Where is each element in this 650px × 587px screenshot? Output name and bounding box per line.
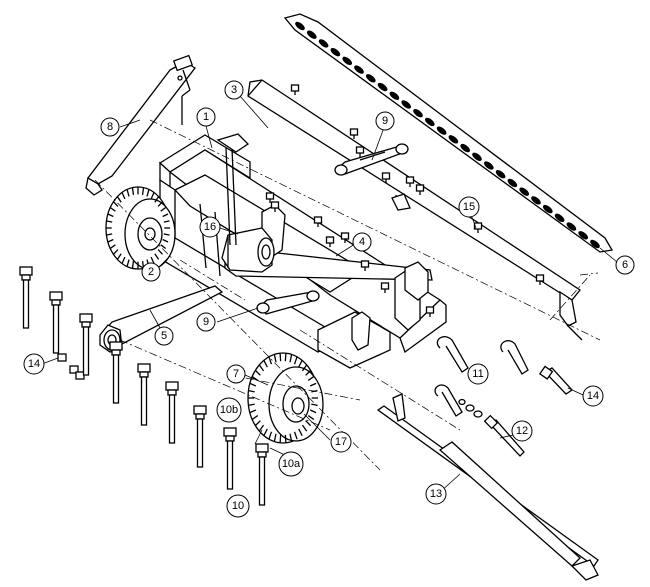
bolt — [425, 306, 435, 317]
lower-turnbuckle — [256, 290, 320, 315]
upper-turnbuckle — [334, 143, 409, 176]
tines-set — [19, 266, 269, 506]
assembly-centerlines — [94, 119, 601, 471]
callout-14-right: 14 — [582, 385, 604, 407]
callout-13: 13 — [425, 483, 447, 505]
callout-3: 3 — [224, 80, 244, 100]
callout-11: 11 — [467, 363, 489, 385]
tine-shank — [19, 266, 33, 329]
svg-text:16: 16 — [204, 221, 216, 233]
tine-shank — [165, 381, 179, 444]
tine-shank — [79, 313, 93, 376]
svg-text:5: 5 — [161, 330, 167, 342]
callout-9-upper: 9 — [375, 111, 395, 131]
svg-text:13: 13 — [430, 488, 442, 500]
svg-text:3: 3 — [231, 84, 237, 96]
upper-cross-beam — [247, 79, 583, 341]
svg-text:1: 1 — [203, 111, 209, 123]
callout-7: 7 — [226, 364, 246, 384]
bolt — [340, 232, 350, 243]
svg-text:14: 14 — [28, 358, 40, 370]
tine-shank — [49, 291, 63, 354]
svg-text:2: 2 — [148, 266, 154, 278]
bolt — [381, 172, 391, 183]
bolt-12 — [483, 414, 525, 457]
wheel-lower — [247, 352, 324, 444]
bolt — [290, 84, 300, 95]
callout-15: 15 — [458, 196, 480, 218]
bolt — [265, 192, 275, 203]
bolt-14-right — [538, 365, 573, 395]
callout-9-lower: 9 — [196, 312, 216, 332]
jack-stand — [85, 54, 196, 196]
bolt — [473, 222, 483, 233]
svg-text:10a: 10a — [282, 458, 301, 470]
svg-text:11: 11 — [472, 368, 483, 380]
tine-shank — [223, 427, 237, 490]
tine-shank — [255, 443, 269, 506]
callout-6: 6 — [615, 255, 635, 275]
bolt — [313, 216, 323, 227]
tine-shank — [109, 341, 123, 404]
pins-11 — [434, 336, 529, 417]
bolt — [380, 282, 390, 293]
callout-14-left: 14 — [23, 353, 45, 375]
svg-text:17: 17 — [335, 436, 347, 448]
callout-1: 1 — [196, 107, 216, 127]
svg-text:4: 4 — [359, 236, 365, 248]
bolt — [355, 146, 365, 157]
svg-text:10: 10 — [232, 500, 244, 512]
nuts-washers — [458, 398, 483, 418]
svg-text:9: 9 — [203, 316, 209, 328]
callout-16: 16 — [199, 216, 221, 238]
serrated-leveling-bar — [283, 13, 614, 253]
callout-10a: 10a — [278, 451, 304, 477]
bolt — [360, 260, 370, 271]
svg-text:14: 14 — [587, 390, 599, 402]
callout-10: 10 — [226, 494, 250, 518]
svg-text:8: 8 — [107, 121, 113, 133]
callout-4: 4 — [352, 232, 372, 252]
leader-lines — [41, 95, 618, 494]
svg-text:15: 15 — [463, 201, 475, 213]
callout-5: 5 — [154, 326, 174, 346]
svg-text:9: 9 — [382, 115, 388, 127]
frame-bolts — [265, 84, 545, 317]
lever-posts — [216, 133, 411, 246]
center-gearbox — [221, 227, 275, 273]
main-frame — [149, 134, 447, 369]
callout-2: 2 — [141, 262, 161, 282]
callout-10b: 10b — [216, 397, 242, 423]
bolt — [405, 176, 415, 187]
tine-shank — [193, 405, 207, 468]
bolt — [270, 201, 280, 212]
long-rod — [376, 393, 599, 581]
bolt — [535, 274, 545, 285]
svg-text:12: 12 — [516, 425, 528, 437]
nuts-14-left — [57, 353, 85, 380]
tine-shank — [137, 363, 151, 426]
callout-17: 17 — [330, 431, 352, 453]
callout-8: 8 — [100, 117, 120, 137]
bolt — [415, 184, 425, 195]
callout-12: 12 — [511, 420, 533, 442]
svg-text:10b: 10b — [220, 404, 238, 416]
svg-text:7: 7 — [233, 368, 239, 380]
bolt — [325, 236, 335, 247]
bolt — [349, 128, 359, 139]
svg-text:6: 6 — [622, 259, 628, 271]
